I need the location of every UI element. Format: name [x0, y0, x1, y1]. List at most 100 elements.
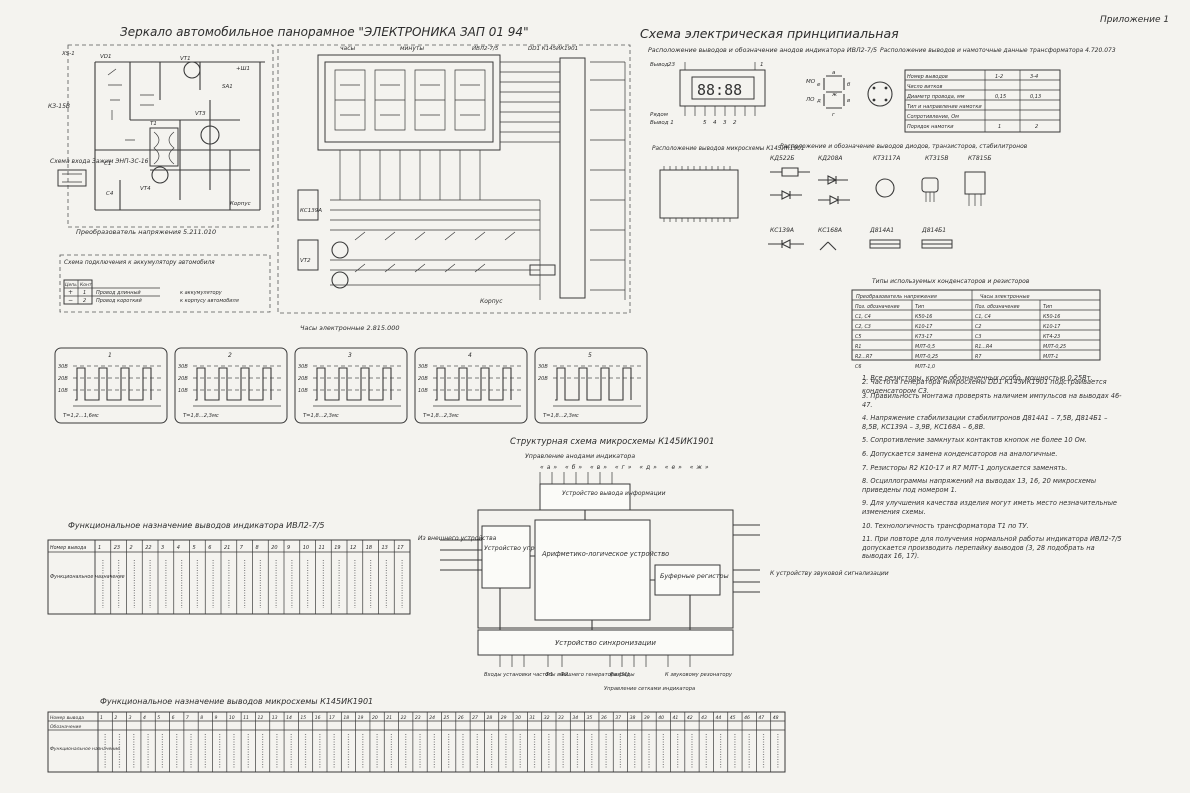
- device-7: Д814А1: [869, 227, 894, 234]
- note-11: 11. При повторе для получения нормальной…: [862, 535, 1122, 561]
- indicator-pin-number: 4: [177, 545, 180, 551]
- waveform-caption: Т=1,8...2,3мс: [423, 413, 459, 419]
- indicator-pin-number: 21: [224, 545, 230, 551]
- waveform-trace: [435, 367, 512, 401]
- svg-text:SA1: SA1: [222, 84, 233, 90]
- device-3: КТ315В: [925, 155, 949, 162]
- connection-scheme: Схема подключения к аккумулятору автомоб…: [59, 254, 271, 313]
- chip-pin-number: 40: [658, 715, 664, 721]
- waveform-trace: [315, 367, 392, 401]
- pin-word: Вывод: [650, 62, 669, 68]
- segment-b: б: [847, 82, 851, 88]
- indicator-display: 88:88: [697, 81, 742, 99]
- note-7: 7. Резисторы R2 К10-17 и R7 МЛТ-1 допуск…: [862, 463, 1068, 472]
- chip-pin-number: 16: [315, 715, 321, 721]
- bottom-label-0: Входы установки частоты внешнего генерат…: [484, 672, 630, 678]
- note-1: 1. Все резисторы, кроме обозначенных осо…: [862, 374, 1093, 382]
- device-0: КД522Б: [770, 155, 795, 162]
- conn-row-1-wire: Провод короткий: [96, 298, 143, 304]
- conn-header-1: Конт.: [80, 282, 93, 288]
- chip-pin-number: 13: [272, 715, 278, 721]
- waveform-panels: 130В20В10ВТ=1,2...1,6мс230В20В10ВТ=1,8..…: [54, 347, 648, 424]
- segment-a: a: [832, 70, 836, 76]
- svg-text:C4: C4: [106, 191, 114, 197]
- waveform-level: 20В: [538, 376, 548, 382]
- waveform-level: 30В: [538, 364, 548, 370]
- chip-pin-number: 24: [429, 715, 435, 721]
- chip-pin-number: 9: [215, 715, 218, 721]
- tr-header-0: Номер выводов: [907, 74, 948, 80]
- elements-header: Поз. обозначение: [975, 304, 1020, 310]
- waveform-caption: Т=1,8...2,3мс: [183, 413, 219, 419]
- chip-pin-number: 19: [358, 715, 364, 721]
- elements-cell: R2...R7: [855, 354, 872, 360]
- svg-text:VT3: VT3: [195, 111, 206, 117]
- waveform-id-1: 1: [108, 352, 112, 359]
- block-diagram: Структурная схема микросхемы К145ИК1901 …: [418, 437, 889, 692]
- conn-header-0: Цепь: [65, 282, 77, 288]
- conn-row-1-sign: −: [68, 297, 73, 304]
- svg-text:XS-1: XS-1: [61, 51, 75, 57]
- elements-header: Тип: [915, 304, 924, 310]
- elements-cell: С2: [975, 324, 981, 330]
- chip-pin-number: 15: [300, 715, 306, 721]
- elements-cell: R1: [855, 344, 861, 350]
- semiconductor-pinout: Расположение выводов микросхемы К145ИК19…: [652, 143, 1028, 251]
- conn-row-0-sign: +: [68, 289, 73, 296]
- chip-pin-number: 32: [544, 715, 550, 721]
- device-5: КС139А: [770, 227, 794, 234]
- elements-cell: С3: [975, 334, 981, 340]
- note-3: 3. Правильность монтажа проверять наличи…: [862, 392, 1122, 409]
- chip-pin-number: 4: [143, 715, 146, 721]
- indicator-pin-number: 8: [256, 545, 259, 551]
- waveform-caption: Т=1,8...2,3мс: [543, 413, 579, 419]
- chip-pin-number: 44: [715, 715, 721, 721]
- conn-row-0-dest: к аккумулятору: [180, 290, 223, 296]
- bottom-label-5: К звуковому резонатору: [665, 672, 733, 678]
- chip-pin-number: 2: [114, 715, 117, 721]
- tr-row-1-b: 0,13: [1030, 94, 1041, 100]
- ind-row-label-1: Функциональное назначение: [50, 574, 125, 580]
- notes-block: 1. Все резисторы, кроме обозначенных осо…: [862, 374, 1124, 395]
- chip-pin-number: 36: [601, 715, 607, 721]
- waveform-level: 10В: [58, 388, 68, 394]
- indicator-pin-number: 7: [240, 545, 244, 551]
- svg-text:КС139А: КС139А: [300, 208, 322, 214]
- elements-cell: К10-17: [915, 324, 932, 330]
- note-8: 8. Осциллограммы напряжений на выводах 1…: [862, 477, 1097, 494]
- chip-pin-number: 31: [529, 715, 535, 721]
- indicator-pin-number: 11: [319, 545, 325, 551]
- elements-cell: МЛТ-1,0: [915, 364, 935, 370]
- header-minutes: минуты: [400, 45, 424, 52]
- chip-pin-number: 22: [401, 715, 407, 721]
- indicator-function-table: Функциональное назначение выводов индика…: [47, 521, 411, 615]
- svg-text:C1: C1: [104, 161, 111, 167]
- chip-row-label-2: Функциональное назначение: [50, 746, 120, 752]
- segment-d: д: [816, 98, 821, 104]
- conn-row-1-dest: к корпусу автомобиля: [180, 298, 239, 304]
- waveform-id-4: 4: [468, 352, 472, 359]
- connection-title: Схема подключения к аккумулятору автомоб…: [64, 260, 215, 266]
- chip-function-table: Функциональное назначение выводов микрос…: [47, 697, 786, 773]
- elements-cell: МЛТ-0,25: [915, 354, 938, 360]
- elements-table: Типы используемых конденсаторов и резист…: [851, 278, 1101, 370]
- main-title: Зеркало автомобильное панорамное "ЭЛЕКТР…: [120, 25, 529, 39]
- svg-text:КЗ-15В: КЗ-15В: [48, 103, 70, 110]
- note-9: 9. Для улучшения качества изделия могут …: [862, 499, 1117, 516]
- clock-schematic: Часы электронные 2.815.000 часы минуты И…: [277, 44, 631, 332]
- tr-row-3: Сопротивление, Ом: [907, 114, 959, 120]
- elements-title: Типы используемых конденсаторов и резист…: [872, 278, 1030, 285]
- block-top-label: Управление анодами индикатора: [525, 453, 635, 460]
- note-5: 5. Сопротивление замкнутых контактов кно…: [862, 436, 1087, 445]
- chip-pin-number: 30: [515, 715, 521, 721]
- conn-row-0-wire: Провод длинный: [96, 290, 141, 296]
- tr-row-2: Тип и направление намотки: [907, 104, 982, 110]
- svg-text:T1: T1: [150, 121, 157, 127]
- pin-number-23: 23: [668, 62, 675, 68]
- elements-cell: МЛТ-1: [1043, 354, 1058, 360]
- indicator-pin-number: 5: [193, 545, 196, 551]
- chip-pin-number: 26: [458, 715, 464, 721]
- indicator-pin-number: 2: [130, 545, 133, 551]
